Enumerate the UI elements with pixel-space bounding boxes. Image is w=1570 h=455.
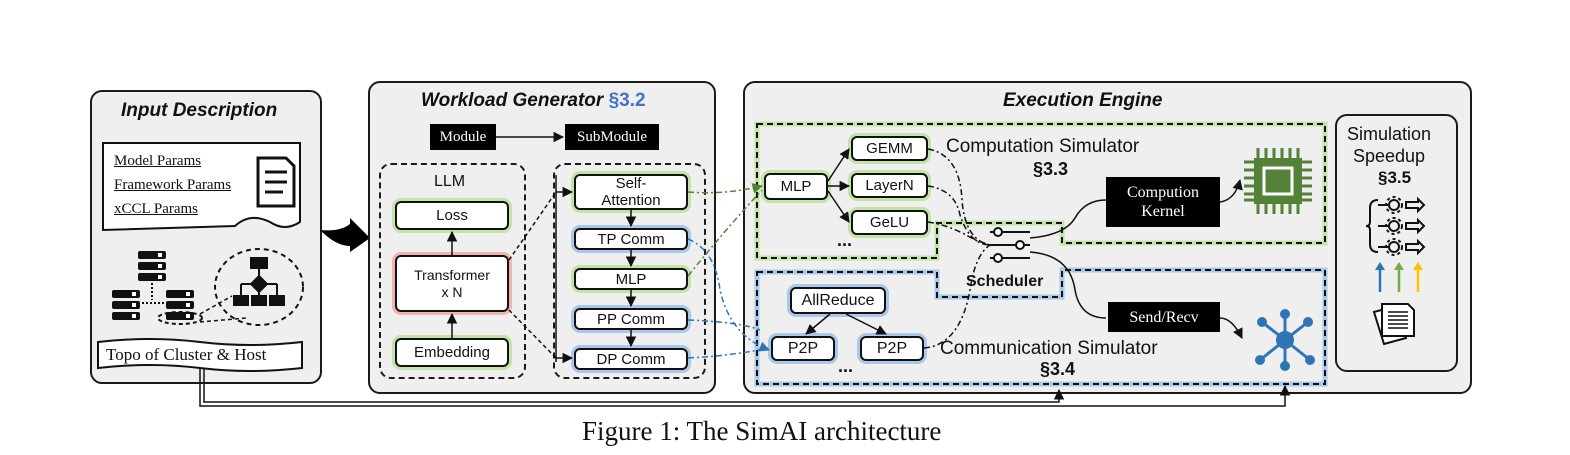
dp-comm-submodule: DP Comm — [574, 348, 688, 370]
p2p-operator: P2P — [860, 336, 924, 361]
gemm-operator: GEMM — [851, 136, 928, 161]
submodule-group — [553, 163, 706, 379]
input-description-panel — [90, 90, 322, 384]
gelu-operator: GeLU — [851, 210, 928, 235]
embedding-module: Embedding — [395, 338, 509, 367]
param-item: Framework Params — [114, 177, 232, 193]
param-item: Model Params — [114, 153, 202, 169]
simulation-speedup-title: Simulation Speedup — [1347, 124, 1432, 166]
self-attention-submodule: Self- Attention — [574, 174, 688, 210]
llm-group — [379, 163, 526, 379]
pp-comm-submodule: PP Comm — [574, 308, 688, 330]
loss-module: Loss — [395, 201, 509, 230]
topology-label: Topo of Cluster & Host — [106, 345, 267, 364]
computation-simulator-title: Computation Simulator — [946, 136, 1140, 157]
execution-engine-title: Execution Engine — [1003, 90, 1163, 111]
allreduce-operator: AllReduce — [790, 287, 886, 314]
scheduler-label: Scheduler — [966, 273, 1044, 290]
send-recv: Send/Recv — [1108, 302, 1220, 332]
legend-module: Module — [430, 124, 496, 150]
layernorm-operator: LayerN — [851, 173, 928, 198]
workload-generator-title: Workload Generator §3.2 — [421, 90, 646, 112]
more-comm-operators: ... — [838, 356, 854, 376]
mlp-submodule: MLP — [574, 268, 688, 290]
llm-label: LLM — [434, 173, 466, 190]
transformer-module: Transformer x N — [395, 255, 509, 312]
p2p-operator: P2P — [771, 336, 835, 361]
more-operators: ... — [837, 230, 853, 250]
speedup-section-ref: §3.5 — [1378, 168, 1412, 187]
tp-comm-submodule: TP Comm — [574, 228, 688, 250]
workload-generator-title-text: Workload Generator — [421, 90, 604, 111]
input-description-title: Input Description — [121, 100, 278, 121]
compution-kernel: Compution Kernel — [1106, 177, 1220, 227]
communication-section-ref: §3.4 — [1040, 359, 1076, 379]
param-item: xCCL Params — [114, 201, 199, 217]
figure-caption: Figure 1: The SimAI architecture — [582, 416, 942, 446]
legend-submodule: SubModule — [565, 124, 659, 150]
section-ref: §3.2 — [608, 90, 646, 111]
mlp-operator: MLP — [764, 173, 828, 200]
computation-section-ref: §3.3 — [1033, 159, 1069, 179]
communication-simulator-title: Communication Simulator — [940, 338, 1158, 359]
